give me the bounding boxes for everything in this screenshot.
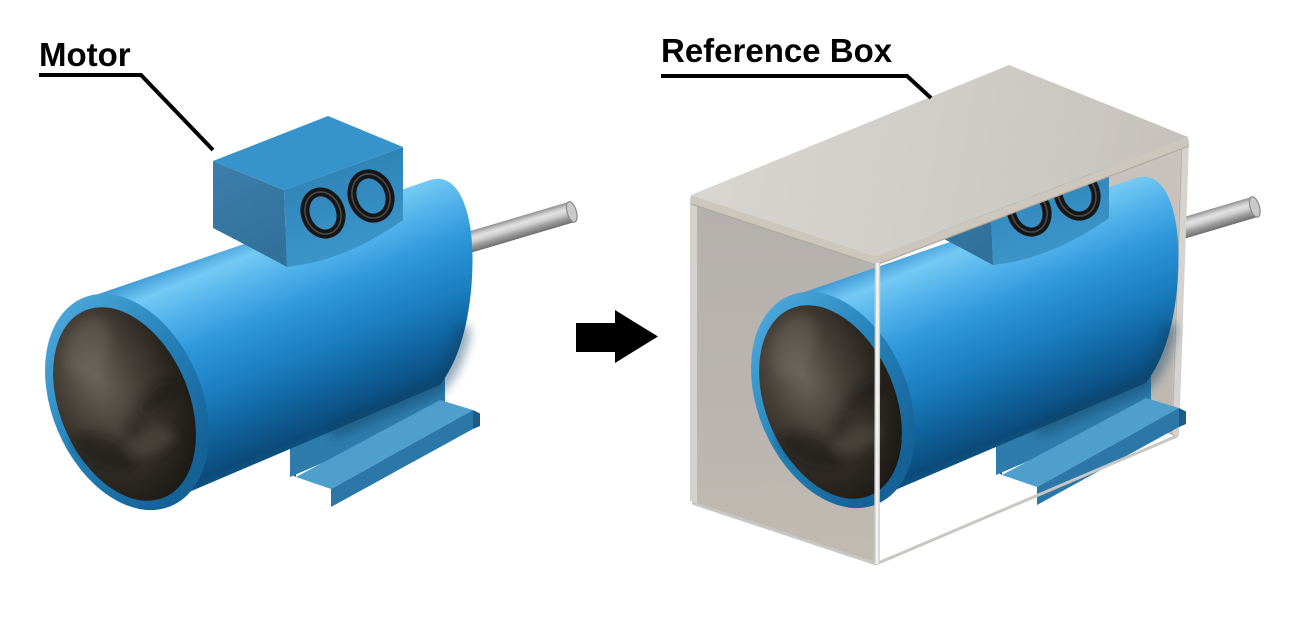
right-arrow-icon bbox=[576, 310, 658, 363]
reference-box-leader-line bbox=[661, 74, 933, 100]
motor-label: Motor bbox=[39, 36, 131, 73]
motor-leader-line bbox=[39, 73, 215, 152]
reference-box-label: Reference Box bbox=[661, 32, 893, 69]
reference-box-illustration: Reference Box bbox=[661, 32, 1263, 566]
motor-illustration: Motor bbox=[14, 36, 580, 535]
reference-box-transparent-edges bbox=[691, 262, 1178, 566]
